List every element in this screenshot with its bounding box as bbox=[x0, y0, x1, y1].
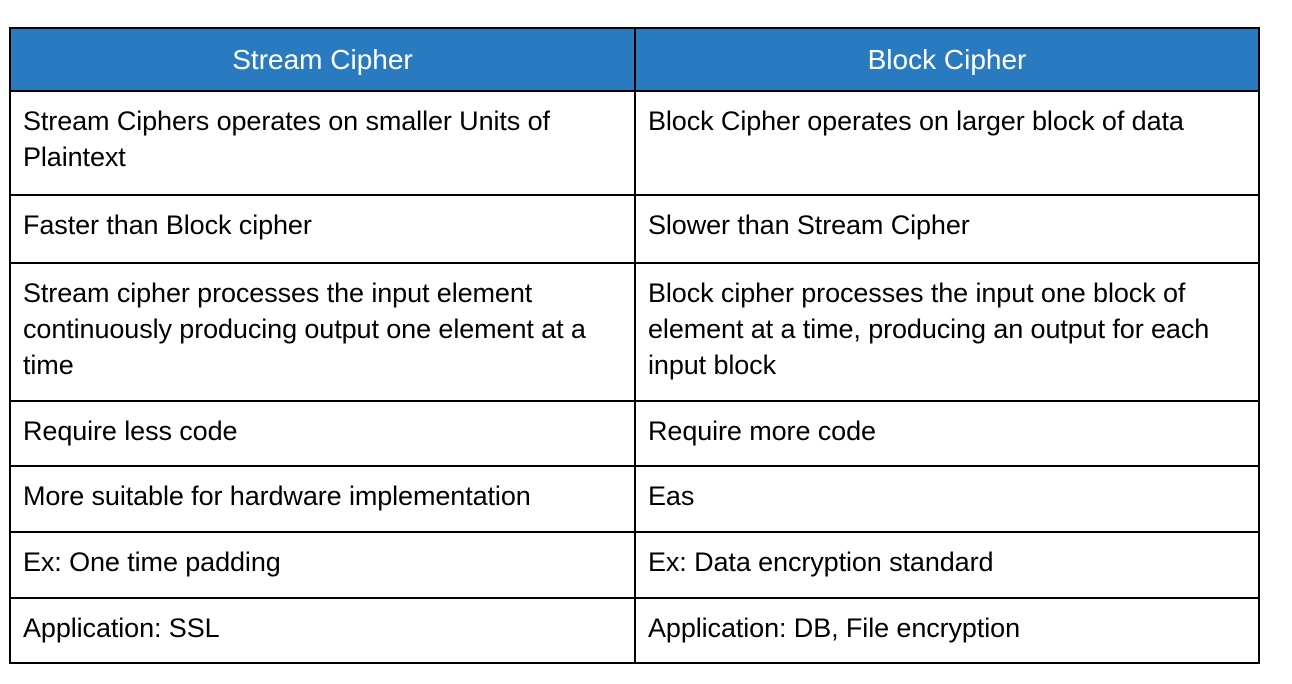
cipher-comparison-table: Stream Cipher Block Cipher Stream Cipher… bbox=[9, 27, 1260, 664]
table-row: Stream Ciphers operates on smaller Units… bbox=[9, 90, 1260, 196]
cell-stream-speed: Faster than Block cipher bbox=[9, 194, 636, 264]
cell-text: Ex: Data encryption standard bbox=[648, 547, 994, 577]
cell-text: Faster than Block cipher bbox=[23, 210, 312, 240]
cell-block-processing: Block cipher processes the input one blo… bbox=[634, 262, 1260, 402]
cell-text: Slower than Stream Cipher bbox=[648, 210, 970, 240]
cell-text: Eas bbox=[648, 481, 695, 511]
cell-stream-application: Application: SSL bbox=[9, 597, 636, 664]
table-row: Faster than Block cipher Slower than Str… bbox=[9, 194, 1260, 264]
table-body: Stream Ciphers operates on smaller Units… bbox=[9, 90, 1260, 664]
cell-text: Ex: One time padding bbox=[23, 547, 281, 577]
cell-block-implementation: Eas bbox=[634, 465, 1260, 533]
cell-block-application: Application: DB, File encryption bbox=[634, 597, 1260, 664]
table-row: Application: SSL Application: DB, File e… bbox=[9, 597, 1260, 664]
cell-text: Application: DB, File encryption bbox=[648, 613, 1020, 643]
table-row: Ex: One time padding Ex: Data encryption… bbox=[9, 531, 1260, 599]
cell-text: Require more code bbox=[648, 416, 876, 446]
cell-text: More suitable for hardware implementatio… bbox=[23, 481, 531, 511]
cell-stream-processing: Stream cipher processes the input elemen… bbox=[9, 262, 636, 402]
column-header-stream-cipher: Stream Cipher bbox=[9, 27, 636, 92]
cell-text: Require less code bbox=[23, 416, 238, 446]
cell-stream-implementation: More suitable for hardware implementatio… bbox=[9, 465, 636, 533]
cell-stream-code-size: Require less code bbox=[9, 400, 636, 467]
cell-block-example: Ex: Data encryption standard bbox=[634, 531, 1260, 599]
table-row: More suitable for hardware implementatio… bbox=[9, 465, 1260, 533]
cell-stream-operates-on: Stream Ciphers operates on smaller Units… bbox=[9, 90, 636, 196]
header-row: Stream Cipher Block Cipher bbox=[9, 27, 1260, 92]
table-header: Stream Cipher Block Cipher bbox=[9, 27, 1260, 92]
cell-block-code-size: Require more code bbox=[634, 400, 1260, 467]
cell-block-speed: Slower than Stream Cipher bbox=[634, 194, 1260, 264]
cell-text: Block cipher processes the input one blo… bbox=[648, 278, 1210, 380]
column-header-block-cipher: Block Cipher bbox=[634, 27, 1260, 92]
cell-block-operates-on: Block Cipher operates on larger block of… bbox=[634, 90, 1260, 196]
table-row: Require less code Require more code bbox=[9, 400, 1260, 467]
table-row: Stream cipher processes the input elemen… bbox=[9, 262, 1260, 402]
cell-text: Block Cipher operates on larger block of… bbox=[648, 106, 1184, 136]
cell-text: Application: SSL bbox=[23, 613, 220, 643]
cell-stream-example: Ex: One time padding bbox=[9, 531, 636, 599]
cell-text: Stream cipher processes the input elemen… bbox=[23, 278, 586, 380]
cell-text: Stream Ciphers operates on smaller Units… bbox=[23, 106, 550, 172]
